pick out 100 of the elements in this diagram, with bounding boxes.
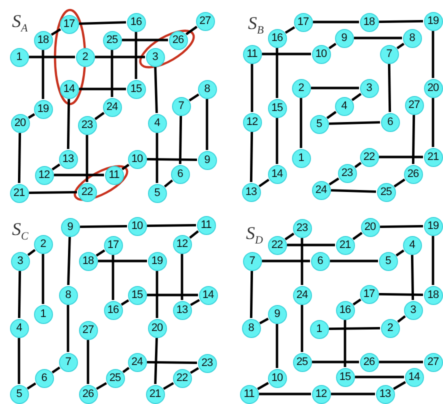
connector-line [276,118,278,164]
numbered-node: 13 [172,300,192,320]
connector-line [86,340,90,384]
connector-line [351,92,362,102]
connector-line [396,250,404,256]
connector-line [352,232,363,240]
connector-line [330,189,376,193]
connector-line [300,305,304,352]
connector-line [94,112,105,120]
numbered-node: 11 [242,44,262,64]
numbered-node: 14 [404,368,424,386]
numbered-node: 5 [10,384,28,404]
connector-line [258,178,270,188]
numbered-node: 10 [128,150,146,168]
numbered-node: 21 [146,384,164,404]
numbered-node: 5 [378,252,398,270]
numbered-node: 6 [170,164,190,184]
connector-line [250,270,254,318]
numbered-node: 26 [78,384,98,404]
numbered-node: 11 [104,166,124,184]
connector-line [328,326,380,330]
numbered-node: 16 [126,12,146,32]
connector-line [42,254,44,304]
connector-line [432,98,434,147]
connector-line [354,36,402,40]
connector-line [284,26,296,34]
connector-line [250,132,254,182]
panel-label: S$_{C}$ [12,220,28,243]
numbered-node: 15 [336,368,354,386]
connector-line [300,238,304,285]
numbered-node: 7 [58,352,78,372]
numbered-node: 27 [404,96,424,114]
numbered-node: 26 [404,164,422,184]
numbered-node: 2 [34,234,52,254]
connector-line [379,156,423,158]
connector-line [95,56,145,58]
connector-line [300,98,302,148]
numbered-node: 7 [242,252,262,270]
connector-line [110,50,114,97]
numbered-node: 9 [268,304,286,324]
connector-line [86,135,88,182]
connector-line [122,164,130,170]
numbered-node: 13 [376,384,394,404]
numbered-node: 14 [198,286,218,304]
connector-line [28,113,36,119]
connector-line [178,116,182,164]
connector-line [154,338,158,384]
connector-line [432,31,434,78]
numbered-node: 5 [148,184,166,202]
numbered-node: 11 [240,384,258,404]
numbered-node: 11 [196,216,216,234]
numbered-node: 15 [128,286,146,304]
numbered-node: 14 [60,80,78,98]
connector-line [66,98,70,150]
panel-label: S$_{B}$ [248,14,264,37]
numbered-node: 12 [312,384,330,404]
connector-line [410,254,414,300]
numbered-node: 22 [172,368,192,388]
connector-line [188,93,200,102]
numbered-node: 13 [242,182,260,202]
connector-line [259,318,269,324]
connector-line [276,48,278,98]
connector-line [396,42,404,50]
connector-line [313,20,359,24]
numbered-node: 23 [198,354,216,372]
connector-line [355,376,404,378]
numbered-node: 24 [128,352,146,372]
numbered-node: 16 [104,300,122,320]
numbered-node: 2 [380,318,400,338]
numbered-node: 6 [310,252,330,270]
numbered-node: 25 [106,368,124,388]
connector-line [28,190,78,194]
connector-line [67,236,71,286]
connector-line [185,26,198,36]
numbered-node: 19 [424,216,442,236]
connector-line [29,56,75,58]
connector-line [326,110,337,120]
connector-line [112,255,114,300]
connector-line [344,320,346,367]
numbered-node: 10 [268,368,286,388]
numbered-node: 19 [424,12,442,30]
connector-line [354,162,362,168]
numbered-node: 9 [334,28,354,48]
connector-line [312,360,359,364]
numbered-node: 18 [34,30,52,50]
connector-line [78,21,126,25]
numbered-node: 1 [10,48,28,66]
numbered-node: 18 [360,12,378,32]
numbered-node: 22 [78,182,96,202]
numbered-node: 13 [58,150,78,168]
connector-line [394,178,406,188]
connector-line [18,338,20,384]
connector-line [378,20,424,24]
numbered-node: 19 [34,100,52,118]
numbered-node: 27 [196,12,214,30]
connector-line [18,132,22,184]
connector-line [52,164,60,170]
connector-line [96,382,107,390]
connector-line [122,38,168,42]
numbered-node: 15 [268,98,286,118]
